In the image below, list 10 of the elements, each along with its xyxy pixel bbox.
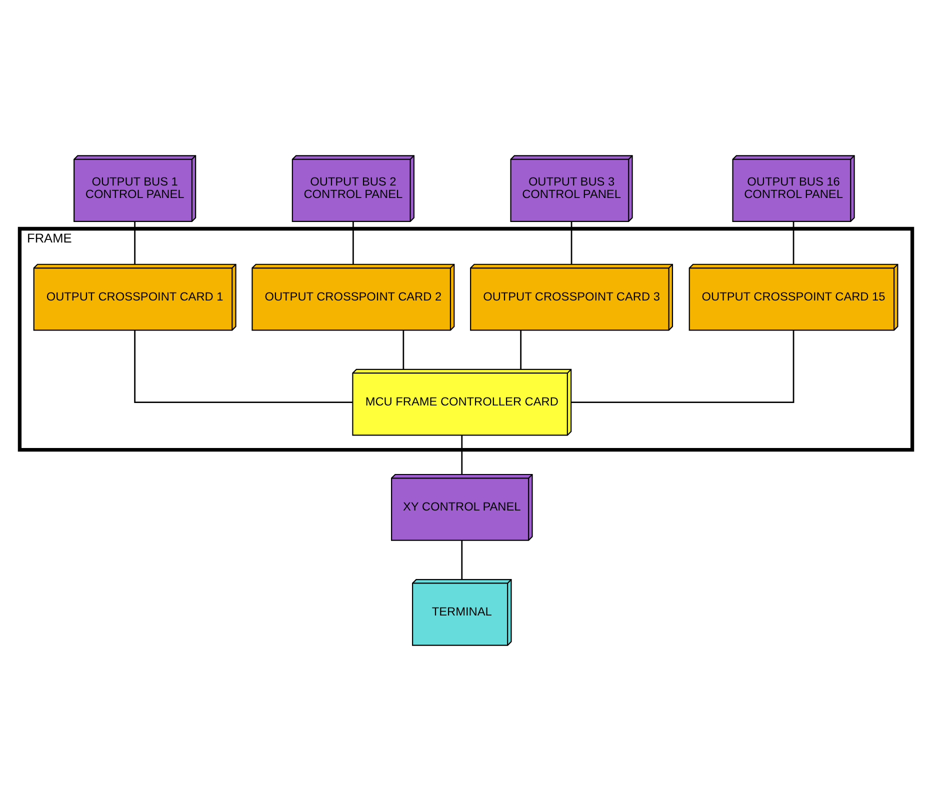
connector — [461, 435, 463, 474]
connector — [792, 221, 794, 264]
connector — [134, 330, 353, 403]
connector — [520, 330, 522, 370]
connector — [352, 221, 354, 264]
connector — [134, 221, 136, 264]
connector — [571, 330, 794, 403]
connector — [461, 540, 463, 580]
connector — [402, 330, 404, 370]
connector — [570, 221, 572, 264]
